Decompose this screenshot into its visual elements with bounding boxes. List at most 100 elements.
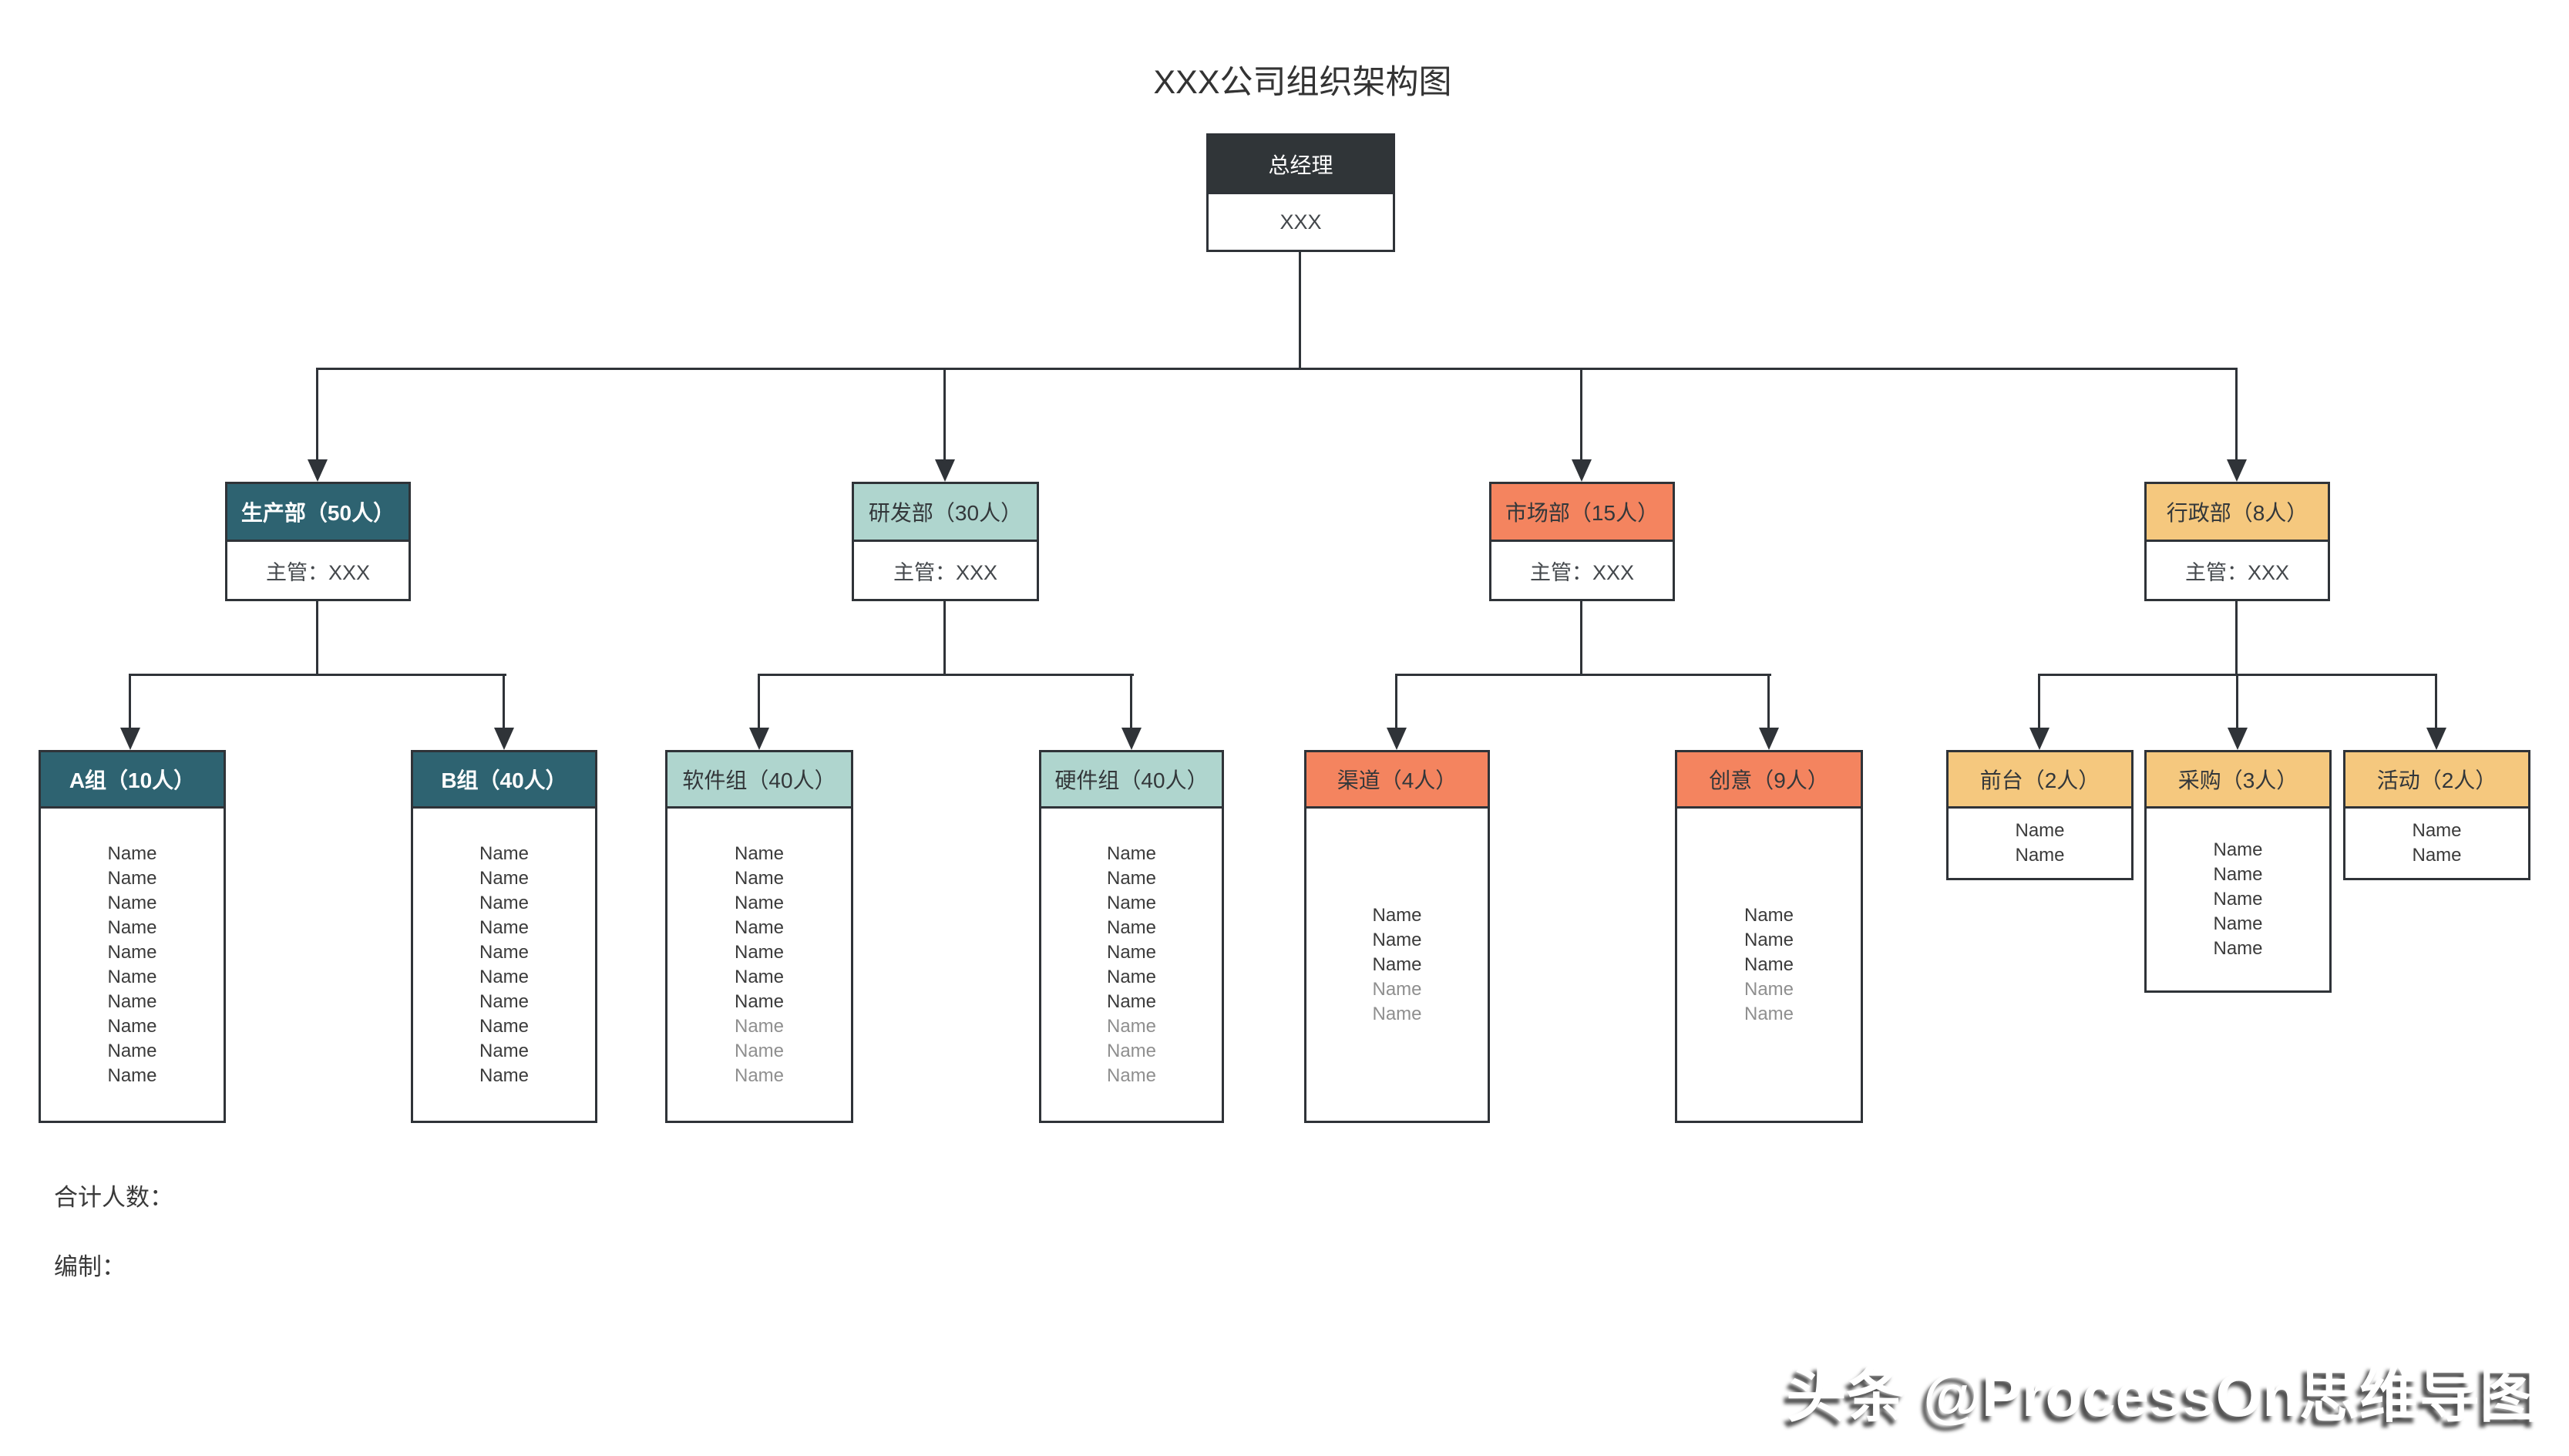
member-name: Name	[2213, 889, 2263, 910]
arrow-down-icon	[2228, 728, 2248, 750]
member-name: Name	[107, 966, 157, 987]
member-name: Name	[107, 990, 157, 1012]
member-name: Name	[734, 1064, 785, 1086]
connector-drop	[1580, 368, 1582, 462]
member-name: Name	[2213, 938, 2263, 959]
member-name: Name	[2015, 820, 2065, 841]
member-name: Name	[1372, 953, 1422, 975]
arrow-down-icon	[1387, 728, 1407, 750]
connector-dept-drop	[1580, 601, 1582, 676]
node-title: 采购（3人）	[2147, 752, 2329, 809]
member-name: Name	[1743, 953, 1794, 975]
member-name: Name	[1106, 1064, 1157, 1086]
member-name: Name	[479, 990, 530, 1012]
node-manager: 主管：XXX	[2184, 560, 2290, 584]
arrow-down-icon	[494, 728, 514, 750]
node-general-manager[interactable]: 总经理 XXX	[1206, 133, 1395, 252]
node-title: 渠道（4人）	[1306, 752, 1488, 809]
node-title: 活动（2人）	[2345, 752, 2528, 809]
member-name: Name	[479, 1040, 530, 1061]
member-name: Name	[1106, 966, 1157, 987]
connector-drop	[2235, 368, 2238, 462]
node-title: 总经理	[1209, 136, 1393, 194]
arrow-down-icon	[2029, 728, 2049, 750]
member-name: Name	[1106, 1040, 1157, 1061]
page-title: XXX公司组织架构图	[1153, 64, 1452, 101]
member-name: Name	[1372, 978, 1422, 1000]
member-name: Name	[479, 916, 530, 938]
member-name: Name	[734, 966, 785, 987]
member-name: Name	[1372, 1003, 1422, 1024]
connector-drop	[943, 368, 946, 462]
node-dept-admin[interactable]: 行政部（8人） 主管：XXX	[2144, 482, 2330, 601]
arrow-down-icon	[749, 728, 769, 750]
node-manager: 主管：XXX	[1529, 560, 1635, 584]
member-name: Name	[479, 966, 530, 987]
node-dept-marketing[interactable]: 市场部（15人） 主管：XXX	[1489, 482, 1675, 601]
member-name: Name	[479, 1064, 530, 1086]
connector-dept-drop	[943, 601, 946, 676]
prepared-by-label: 编制：	[54, 1253, 126, 1280]
connector-sub-bus	[1395, 674, 1771, 676]
member-name: Name	[734, 1040, 785, 1061]
member-name: Name	[107, 867, 157, 889]
connector-drop	[316, 368, 318, 462]
arrow-down-icon	[308, 459, 328, 482]
connector-sub-bus	[758, 674, 1134, 676]
arrow-down-icon	[935, 459, 955, 482]
member-name: Name	[1372, 929, 1422, 950]
processon-watermark: 头条 @ProcessOn思维导图	[1786, 1361, 2540, 1429]
connector-drop	[1130, 674, 1132, 730]
arrow-down-icon	[2426, 728, 2446, 750]
member-name: Name	[734, 892, 785, 913]
member-name: Name	[1743, 904, 1794, 926]
member-name: Name	[734, 1015, 785, 1037]
connector-top-bus	[316, 368, 2238, 370]
member-name: Name	[1743, 929, 1794, 950]
node-dept-production[interactable]: 生产部（50人） 主管：XXX	[225, 482, 411, 601]
node-title: 硬件组（40人）	[1041, 752, 1222, 809]
member-name: Name	[1106, 892, 1157, 913]
member-name: Name	[2412, 820, 2462, 841]
member-name: Name	[1106, 1015, 1157, 1037]
connector-dept-drop	[2235, 601, 2238, 676]
connector-dept-drop	[316, 601, 318, 676]
node-title: 市场部（15人）	[1491, 484, 1673, 542]
arrow-down-icon	[1759, 728, 1779, 750]
member-name: Name	[734, 990, 785, 1012]
member-name: Name	[734, 842, 785, 864]
member-name: Name	[1743, 1003, 1794, 1024]
node-dept-rnd[interactable]: 研发部（30人） 主管：XXX	[852, 482, 1039, 601]
connector-drop	[2435, 674, 2437, 730]
member-name: Name	[107, 1064, 157, 1086]
member-name: Name	[107, 1015, 157, 1037]
member-name: Name	[479, 892, 530, 913]
member-name: Name	[479, 867, 530, 889]
node-person: XXX	[1279, 210, 1322, 234]
node-title: 研发部（30人）	[854, 484, 1037, 542]
total-headcount-label: 合计人数：	[54, 1184, 173, 1211]
node-title: 生产部（50人）	[227, 484, 409, 542]
member-name: Name	[2213, 913, 2263, 934]
member-name: Name	[107, 892, 157, 913]
member-name: Name	[107, 1040, 157, 1061]
member-name: Name	[479, 1015, 530, 1037]
